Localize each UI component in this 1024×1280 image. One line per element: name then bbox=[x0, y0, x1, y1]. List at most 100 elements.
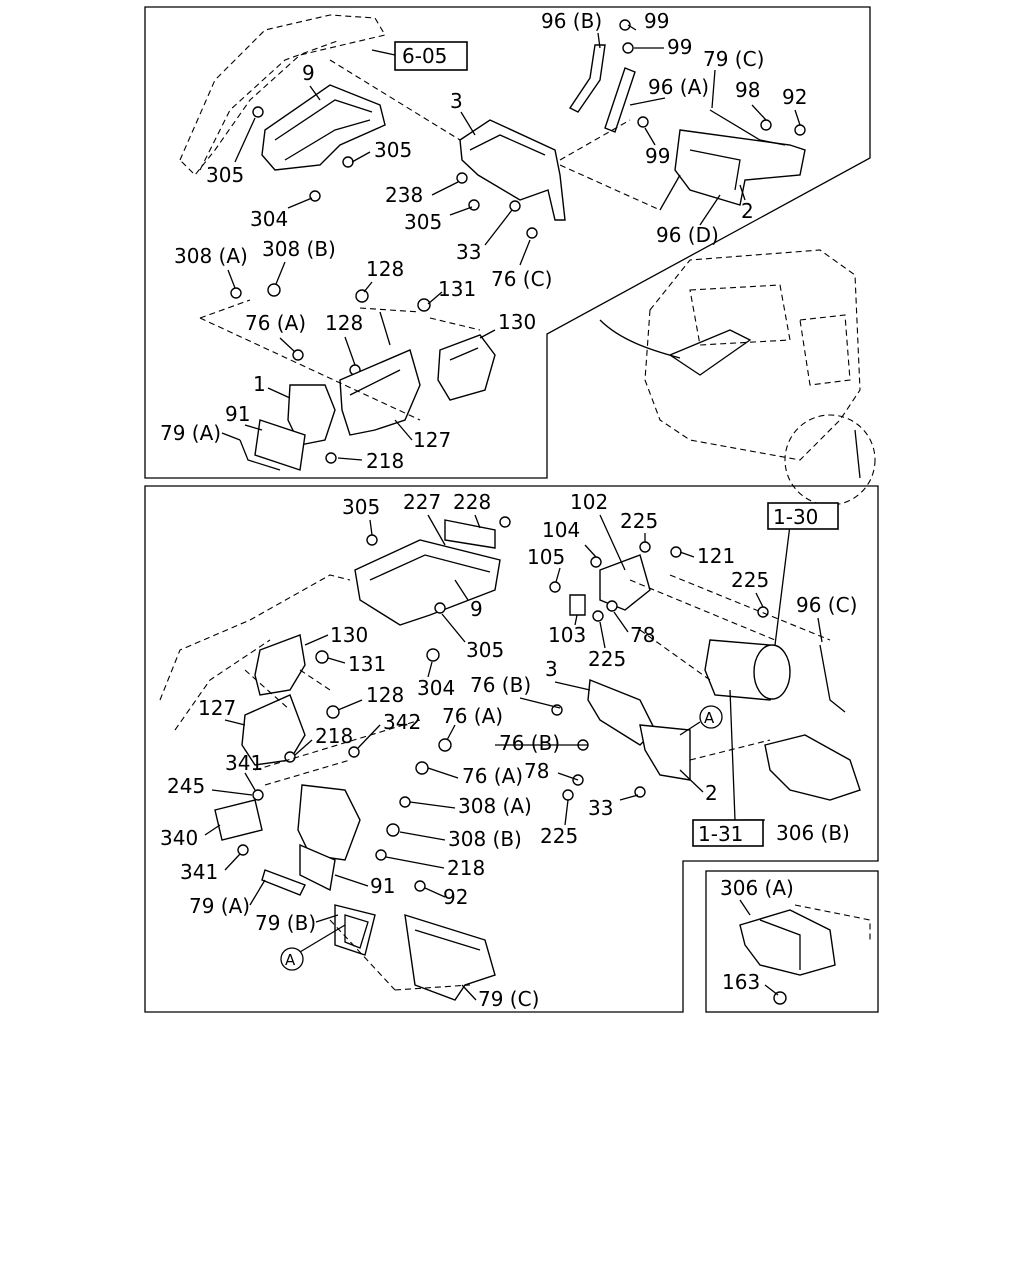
ref-box-1-30 bbox=[767, 502, 839, 530]
label-131-top: 131 bbox=[438, 277, 476, 301]
label-238: 238 bbox=[385, 183, 423, 207]
part-9-lower bbox=[354, 539, 501, 626]
part-96c-rod bbox=[819, 644, 846, 713]
label-92-top: 92 bbox=[782, 85, 807, 109]
circle-a-left bbox=[280, 947, 304, 971]
part-340-bracket bbox=[214, 799, 263, 841]
label-308b-bottom: 308 (B) bbox=[448, 827, 522, 851]
label-96a-top: 96 (A) bbox=[648, 75, 709, 99]
part-96b-arm bbox=[568, 44, 606, 113]
label-78-a: 78 bbox=[630, 623, 655, 647]
part-102-bracket bbox=[599, 554, 651, 611]
part-130-cover bbox=[437, 334, 496, 401]
label-91-bottom: 91 bbox=[370, 874, 395, 898]
circle-a-left-letter: A bbox=[285, 951, 296, 969]
part-91-lower bbox=[299, 843, 336, 892]
part-306a-bracket bbox=[739, 904, 871, 976]
part-96a-arm bbox=[604, 67, 636, 133]
label-3-top: 3 bbox=[450, 89, 463, 113]
label-304-top: 304 bbox=[250, 207, 288, 231]
part-79a-strip bbox=[239, 439, 281, 471]
part-3-bracket bbox=[459, 119, 566, 221]
part-91-plate bbox=[254, 419, 306, 471]
label-304-bottom: 304 bbox=[417, 676, 455, 700]
label-33-bottom: 33 bbox=[588, 796, 613, 820]
label-308a-top: 308 (A) bbox=[174, 244, 248, 268]
label-76b-b: 76 (B) bbox=[499, 731, 560, 755]
ref-1-31: 1-31 bbox=[698, 822, 743, 846]
label-99-a: 99 bbox=[644, 9, 669, 33]
label-128-b: 128 bbox=[325, 311, 363, 335]
ref-box-1-31 bbox=[692, 819, 764, 847]
label-76c: 76 (C) bbox=[491, 267, 552, 291]
label-131-bottom: 131 bbox=[348, 652, 386, 676]
label-78-b: 78 bbox=[524, 759, 549, 783]
label-306b: 306 (B) bbox=[776, 821, 850, 845]
label-9-top: 9 bbox=[302, 61, 315, 85]
circle-a-right bbox=[699, 705, 723, 729]
label-228: 228 bbox=[453, 490, 491, 514]
label-121: 121 bbox=[697, 544, 735, 568]
label-218-bottom-a: 218 bbox=[315, 724, 353, 748]
label-92-bottom: 92 bbox=[443, 885, 468, 909]
label-79c-bottom: 79 (C) bbox=[478, 987, 539, 1011]
label-79c-top: 79 (C) bbox=[703, 47, 764, 71]
label-130-top: 130 bbox=[498, 310, 536, 334]
bottom-assembly-lines bbox=[244, 524, 831, 991]
label-305-c: 305 bbox=[404, 210, 442, 234]
part-9-mudguard bbox=[261, 84, 386, 171]
label-79a-bottom: 79 (A) bbox=[189, 894, 250, 918]
circle-a-right-letter: A bbox=[704, 709, 715, 727]
part-1-bracket bbox=[287, 384, 336, 446]
label-76b-a: 76 (B) bbox=[470, 673, 531, 697]
label-225-c: 225 bbox=[588, 647, 626, 671]
part-3-lower bbox=[587, 679, 656, 746]
label-96c: 96 (C) bbox=[796, 593, 857, 617]
label-245: 245 bbox=[167, 774, 205, 798]
label-98: 98 bbox=[735, 78, 760, 102]
label-1-top: 1 bbox=[253, 372, 266, 396]
label-105: 105 bbox=[527, 545, 565, 569]
label-305-bl-a: 305 bbox=[342, 495, 380, 519]
label-76a-bottom-a: 76 (A) bbox=[442, 704, 503, 728]
label-130-bottom: 130 bbox=[330, 623, 368, 647]
label-127-top: 127 bbox=[413, 428, 451, 452]
fender-outline bbox=[179, 14, 386, 176]
part-79b-lower bbox=[334, 904, 376, 956]
top-panel-frame bbox=[144, 6, 871, 479]
ref-1-30: 1-30 bbox=[773, 505, 818, 529]
label-96d: 96 (D) bbox=[656, 223, 719, 247]
top-assembly-lines bbox=[199, 59, 681, 421]
label-306a: 306 (A) bbox=[720, 876, 794, 900]
label-128-a: 128 bbox=[366, 257, 404, 281]
part-127-panel bbox=[339, 349, 421, 436]
label-218-bottom-b: 218 bbox=[447, 856, 485, 880]
part-79c-lower bbox=[404, 914, 496, 1001]
label-2-top: 2 bbox=[741, 199, 754, 223]
part-228-strap bbox=[444, 519, 496, 549]
label-305-b: 305 bbox=[374, 138, 412, 162]
part-306b-bracket bbox=[764, 734, 861, 801]
label-127-bottom: 127 bbox=[198, 696, 236, 720]
label-341-a: 341 bbox=[225, 751, 263, 775]
label-103: 103 bbox=[548, 623, 586, 647]
label-2-bottom: 2 bbox=[705, 781, 718, 805]
label-96b-top: 96 (B) bbox=[541, 9, 602, 33]
air-tank bbox=[704, 639, 791, 701]
label-104: 104 bbox=[542, 518, 580, 542]
frame-outline bbox=[159, 574, 351, 731]
label-102: 102 bbox=[570, 490, 608, 514]
label-33-top: 33 bbox=[456, 240, 481, 264]
label-76a-top: 76 (A) bbox=[245, 311, 306, 335]
ref-box-6-05 bbox=[394, 41, 468, 71]
part-79c-flap bbox=[709, 109, 786, 146]
label-340: 340 bbox=[160, 826, 198, 850]
label-225-b: 225 bbox=[731, 568, 769, 592]
label-163: 163 bbox=[722, 970, 760, 994]
truck-overview bbox=[599, 249, 876, 506]
label-79b: 79 (B) bbox=[255, 911, 316, 935]
label-305-a: 305 bbox=[206, 163, 244, 187]
label-341-b: 341 bbox=[180, 860, 218, 884]
label-128-bottom: 128 bbox=[366, 683, 404, 707]
